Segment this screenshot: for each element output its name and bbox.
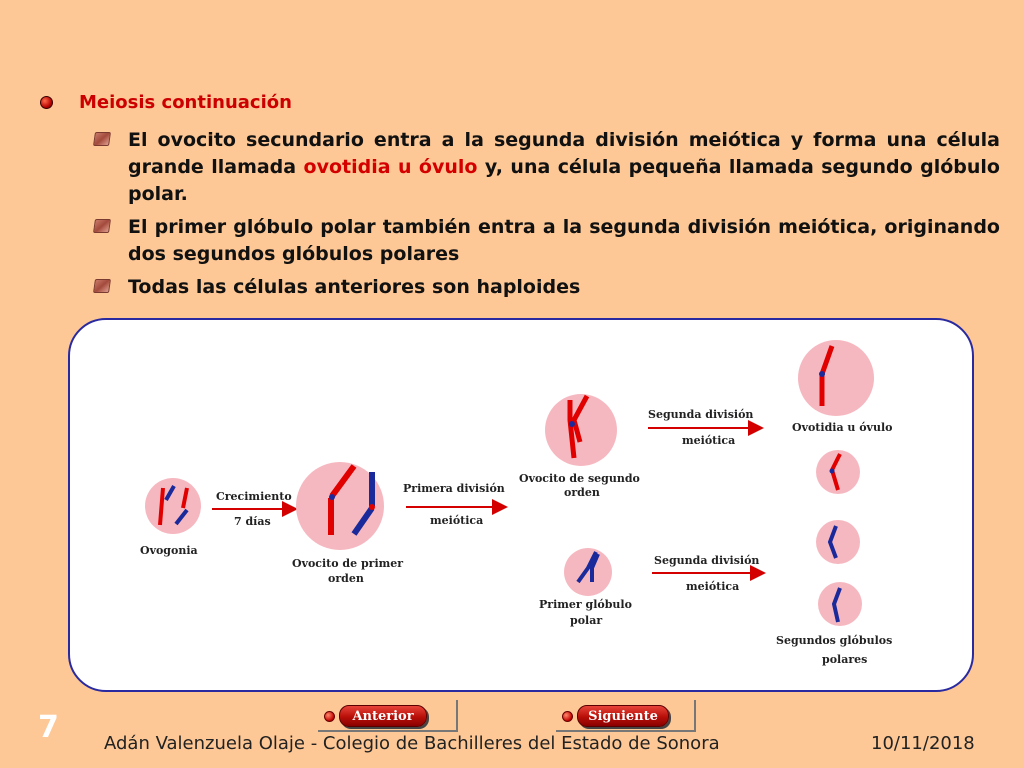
- label-ovotidia: Ovotidia u óvulo: [792, 421, 892, 434]
- label-ovocito2-a: Ovocito de segundo: [519, 472, 640, 485]
- label-segunda-meiotica-2: meiótica: [686, 580, 739, 593]
- highlight-ovotidia: ovotidia u óvulo: [303, 156, 478, 178]
- square-bullet-icon: [93, 219, 111, 233]
- label-segundos-b: polares: [822, 653, 867, 666]
- segundo-globulo-polar-cell-2: [816, 520, 860, 564]
- square-bullet-icon: [93, 279, 111, 293]
- label-segunda-meiotica-1: meiótica: [682, 434, 735, 447]
- label-ovocito1-b: orden: [328, 572, 364, 585]
- bullet-item-1: El ovocito secundario entra a la segunda…: [93, 127, 1000, 208]
- ovocito-primer-orden-cell: [296, 462, 384, 550]
- bullet-text-3: Todas las células anteriores son haploid…: [128, 276, 581, 298]
- bullet-text-2: El primer glóbulo polar también entra a …: [128, 216, 1000, 265]
- prev-button-label[interactable]: Anterior: [339, 705, 427, 727]
- square-bullet-icon: [93, 132, 111, 146]
- button-knob-icon: [324, 710, 335, 722]
- segundo-globulo-polar-cell: [816, 450, 860, 494]
- prev-button-frame: [318, 700, 458, 732]
- prev-button[interactable]: Anterior: [324, 702, 427, 730]
- label-ovocito1-a: Ovocito de primer: [292, 557, 403, 570]
- next-button-frame: [556, 700, 696, 732]
- label-segunda-division-1: Segunda división: [648, 408, 753, 421]
- next-button-label[interactable]: Siguiente: [577, 705, 669, 727]
- label-ovocito2-b: orden: [564, 486, 600, 499]
- label-segunda-division-2: Segunda división: [654, 554, 759, 567]
- label-primera-meiotica: meiótica: [430, 514, 483, 527]
- label-segundos-a: Segundos glóbulos: [776, 634, 892, 647]
- footer-date: 10/11/2018: [871, 733, 975, 754]
- heading-row: Meiosis continuación: [40, 92, 292, 113]
- slide-number: 7: [38, 710, 59, 745]
- ovotidia-cell: [798, 340, 874, 416]
- label-primera-division: Primera división: [403, 482, 505, 495]
- ovocito-segundo-orden-cell: [545, 394, 617, 466]
- ovogonia-cell: [145, 478, 201, 534]
- bullet-item-2: El primer glóbulo polar también entra a …: [93, 214, 1000, 268]
- slide-heading: Meiosis continuación: [79, 92, 292, 113]
- label-ovogonia: Ovogonia: [140, 544, 198, 557]
- footer-text: Adán Valenzuela Olaje - Colegio de Bachi…: [104, 733, 720, 754]
- label-crecimiento: Crecimiento: [216, 490, 292, 503]
- bullet-text-1-part1: El ovocito secundario entra a la segunda…: [128, 129, 1000, 178]
- bullet-item-3: Todas las células anteriores son haploid…: [93, 274, 1000, 301]
- primer-globulo-polar-cell: [564, 548, 612, 596]
- oogenesis-diagram: Ovogonia Crecimiento 7 días Ovocito de p…: [68, 318, 974, 692]
- label-globulo1-a: Primer glóbulo: [539, 598, 632, 611]
- next-button[interactable]: Siguiente: [562, 702, 669, 730]
- bullet-text-1: El ovocito secundario entra a la segunda…: [128, 127, 1000, 208]
- label-globulo1-b: polar: [570, 614, 602, 627]
- button-knob-icon: [562, 710, 573, 722]
- round-bullet-icon: [40, 96, 53, 109]
- label-dias: 7 días: [234, 515, 271, 528]
- oogenesis-diagram-svg: Ovogonia Crecimiento 7 días Ovocito de p…: [140, 340, 892, 666]
- segundo-globulo-polar-cell-3: [818, 582, 862, 626]
- bullet-text-1-part2: y, una célula pequeña llamada segundo gl…: [128, 156, 1000, 205]
